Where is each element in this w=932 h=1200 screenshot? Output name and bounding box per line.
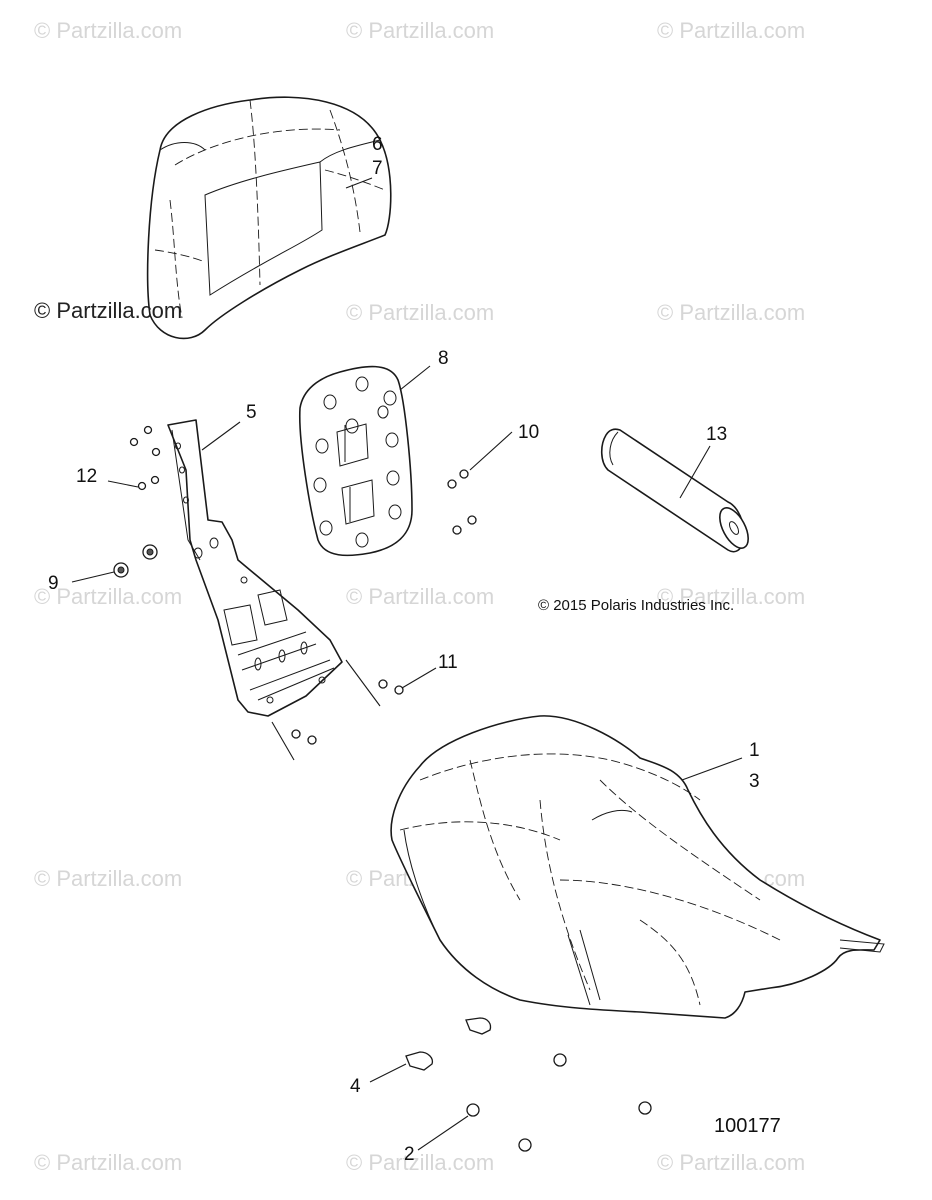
seat-icon[interactable] xyxy=(390,715,885,1019)
callout-13[interactable]: 13 xyxy=(706,424,727,445)
callout-10[interactable]: 10 xyxy=(518,422,539,443)
fastener-icon xyxy=(113,425,652,1152)
watermark: © Partzilla.com xyxy=(657,18,805,43)
callout-2[interactable]: 2 xyxy=(404,1144,415,1165)
callout-8[interactable]: 8 xyxy=(438,348,449,369)
watermark: © Partzilla.com xyxy=(346,300,494,325)
callout-5[interactable]: 5 xyxy=(246,402,257,423)
foam-roll-icon[interactable] xyxy=(600,428,754,553)
callout-4[interactable]: 4 xyxy=(350,1076,361,1097)
copyright-text: © 2015 Polaris Industries Inc. xyxy=(538,597,734,614)
callout-6[interactable]: 6 xyxy=(372,134,383,155)
watermark-layer: © Partzilla.com © Partzilla.com © Partzi… xyxy=(34,18,805,1175)
watermark: © Partzilla.com xyxy=(34,866,182,891)
watermark: © Partzilla.com xyxy=(657,1150,805,1175)
backrest-mounting-bracket-icon[interactable] xyxy=(167,419,343,717)
backrest-plate-icon[interactable] xyxy=(298,365,413,557)
watermark: © Partzilla.com xyxy=(346,584,494,609)
watermark: © Partzilla.com xyxy=(34,584,182,609)
diagram-number: 100177 xyxy=(714,1115,781,1137)
leader-lines xyxy=(71,177,743,1151)
watermark: © Partzilla.com xyxy=(34,1150,182,1175)
callout-9[interactable]: 9 xyxy=(48,573,59,594)
backrest-cushion-icon[interactable] xyxy=(146,96,392,340)
watermark: © Partzilla.com xyxy=(657,300,805,325)
watermark: © Partzilla.com xyxy=(34,18,182,43)
callout-1[interactable]: 1 xyxy=(749,740,760,761)
watermark-dark: © Partzilla.com xyxy=(34,298,182,323)
watermark: © Partzilla.com xyxy=(346,18,494,43)
watermark: © Partzilla.com xyxy=(346,1150,494,1175)
callout-7[interactable]: 7 xyxy=(372,158,383,179)
callout-11[interactable]: 11 xyxy=(438,652,458,673)
callout-3[interactable]: 3 xyxy=(749,771,760,792)
callout-12[interactable]: 12 xyxy=(76,466,97,487)
callouts: 6 7 8 5 10 13 12 9 11 1 3 4 2 xyxy=(48,134,760,1165)
watermark: © Partzilla.com xyxy=(657,584,805,609)
plate-holes xyxy=(313,376,402,548)
